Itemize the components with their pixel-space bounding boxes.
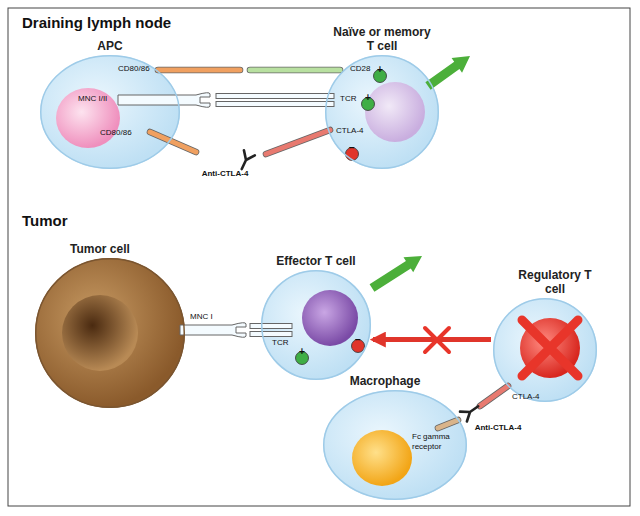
activation-arrow: [367, 248, 427, 295]
molecule-label: MNC I: [190, 312, 213, 322]
nucleus: [62, 295, 138, 371]
ctla4-receptor: [480, 386, 508, 406]
mhc-molecule: [180, 323, 246, 338]
cell-name: Tumor cell: [50, 242, 150, 256]
cd28-receptor: [250, 67, 340, 74]
fc-receptor: [438, 420, 458, 428]
cell-outline: [494, 299, 597, 402]
cell: Regulatory T cell: [493, 298, 597, 402]
nucleus: [520, 318, 580, 378]
cell: APC: [40, 55, 180, 169]
cd28-receptor: [250, 68, 340, 73]
cell-outline: [261, 270, 371, 380]
nucleus: [302, 290, 358, 346]
ctla4-receptor: [480, 386, 508, 406]
molecule-label: MNC I/II: [78, 94, 107, 104]
cell: Effector T cell: [261, 270, 371, 380]
signal-sign: −: [355, 334, 361, 346]
cell-body: [40, 55, 180, 169]
cell-outline: [35, 258, 185, 408]
nucleus: [352, 430, 412, 486]
cell-outline: [323, 390, 467, 500]
cell-body: [323, 390, 467, 500]
frame: [8, 8, 630, 506]
molecule-label: TCR: [272, 338, 288, 348]
cell-outline: [493, 298, 597, 402]
signal-sign: −: [349, 142, 355, 154]
ctla4-receptor: [266, 130, 330, 154]
molecule-label: CD28: [350, 64, 370, 74]
suppression-arrow: [373, 337, 491, 342]
nucleus: [56, 88, 120, 148]
molecule-label: TCR: [340, 94, 356, 104]
molecule-label: CD80/86: [100, 128, 132, 138]
cell-outline: [40, 55, 180, 169]
cell-outline: [41, 56, 180, 169]
antibody: [236, 150, 254, 171]
panel-title: Tumor: [22, 212, 68, 229]
signal-sign: +: [299, 346, 305, 358]
activation-arrow: [423, 49, 475, 94]
tcr-receptor: [250, 332, 292, 337]
molecule-label: CTLA-4: [512, 392, 540, 402]
tcr-receptor: [216, 94, 334, 99]
nucleus: [365, 82, 425, 142]
cell-body: [35, 258, 185, 408]
tcr-receptor: [216, 102, 334, 107]
cd80-ligand: [158, 68, 240, 73]
activation-arrow: [423, 49, 475, 94]
ctla4-receptor: [266, 130, 330, 154]
molecule-label: Anti-CTLA-4: [202, 169, 249, 179]
activation-arrow: [367, 248, 427, 295]
cd80-ligand: [158, 67, 240, 74]
molecule-label: CTLA-4: [336, 126, 364, 136]
molecule-label: CD80/86: [118, 64, 150, 74]
cell-outline: [36, 259, 185, 408]
cell-body: [493, 298, 597, 402]
tcr-receptor: [250, 324, 292, 329]
molecule-label: Anti-CTLA-4: [475, 423, 522, 433]
signal-sign: +: [365, 92, 371, 104]
molecule-label: Fc gamma receptor: [412, 432, 454, 452]
panel-title: Draining lymph node: [22, 14, 171, 31]
mhc-molecule: [118, 93, 210, 108]
cell-outline: [326, 56, 439, 169]
fc-receptor: [438, 420, 458, 428]
cell-name: APC: [80, 39, 140, 53]
block-cross: [425, 328, 449, 352]
signal-sign: +: [377, 64, 383, 76]
cell-name: Effector T cell: [276, 254, 356, 268]
cell-outline: [324, 391, 467, 500]
antibody: [460, 401, 482, 421]
block-cross: [522, 320, 578, 376]
cell: Tumor cell: [35, 258, 185, 408]
cell-outline: [262, 271, 371, 380]
cell: Macrophage: [323, 390, 467, 500]
cell-name: Macrophage: [335, 374, 435, 388]
cell-body: [325, 55, 439, 169]
cell-name: Naïve or memory T cell: [332, 25, 432, 53]
cell-name: Regulatory T cell: [510, 268, 600, 296]
